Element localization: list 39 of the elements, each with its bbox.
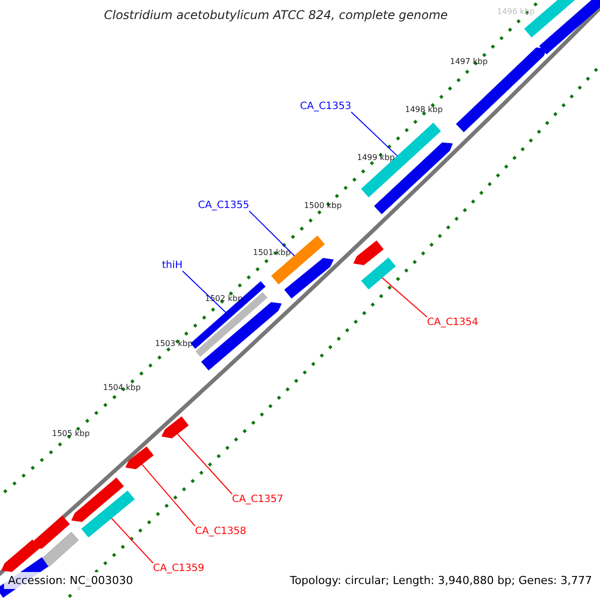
gene-label: CA_C1357 xyxy=(232,494,284,505)
leader-line xyxy=(141,464,196,526)
scale-label: 1497 kbp xyxy=(450,57,488,66)
leader-line xyxy=(111,518,154,564)
leader-line xyxy=(382,277,428,318)
leader-line xyxy=(182,270,226,313)
scale-label: 1499 kbp xyxy=(357,153,395,162)
gene-block xyxy=(81,490,135,538)
gene-block xyxy=(195,292,268,357)
gene-label: CA_C1353 xyxy=(300,101,352,112)
gene-label: CA_C1359 xyxy=(153,563,204,574)
gene-block xyxy=(1,540,40,572)
gene-block xyxy=(41,532,79,568)
gene-block xyxy=(201,302,282,370)
scale-label: 1504 kbp xyxy=(103,383,141,392)
gene-label: CA_C1355 xyxy=(198,200,250,211)
gene-label: CA_C1354 xyxy=(427,317,478,328)
scale-label: 1500 kbp xyxy=(304,201,342,210)
gene-label: CA_C1358 xyxy=(195,526,246,537)
leader-line xyxy=(176,433,232,494)
gene-block xyxy=(71,478,124,522)
scale-label: 1505 kbp xyxy=(52,429,90,438)
gene-block xyxy=(161,416,189,438)
gene-block xyxy=(284,258,334,299)
scale-label: 1498 kbp xyxy=(405,105,443,114)
map-title: Clostridium acetobutylicum ATCC 824, complete genome xyxy=(104,8,448,22)
gene-block xyxy=(353,240,384,266)
scale-label: 1503 kbp xyxy=(155,339,193,348)
gene-block xyxy=(31,516,70,549)
gene-block xyxy=(271,236,325,284)
gene-block xyxy=(125,446,154,470)
genome-info-text: Topology: circular; Length: 3,940,880 bp; Genes: 3,777 xyxy=(290,574,592,587)
scale-label: 1501 kbp xyxy=(253,248,291,257)
scale-label: 1496 kbp xyxy=(497,7,535,16)
gene-label: thiH xyxy=(162,260,183,271)
gene-block xyxy=(539,0,600,54)
leader-line xyxy=(248,210,295,256)
leader-line xyxy=(350,112,398,156)
gene-block xyxy=(361,258,396,290)
